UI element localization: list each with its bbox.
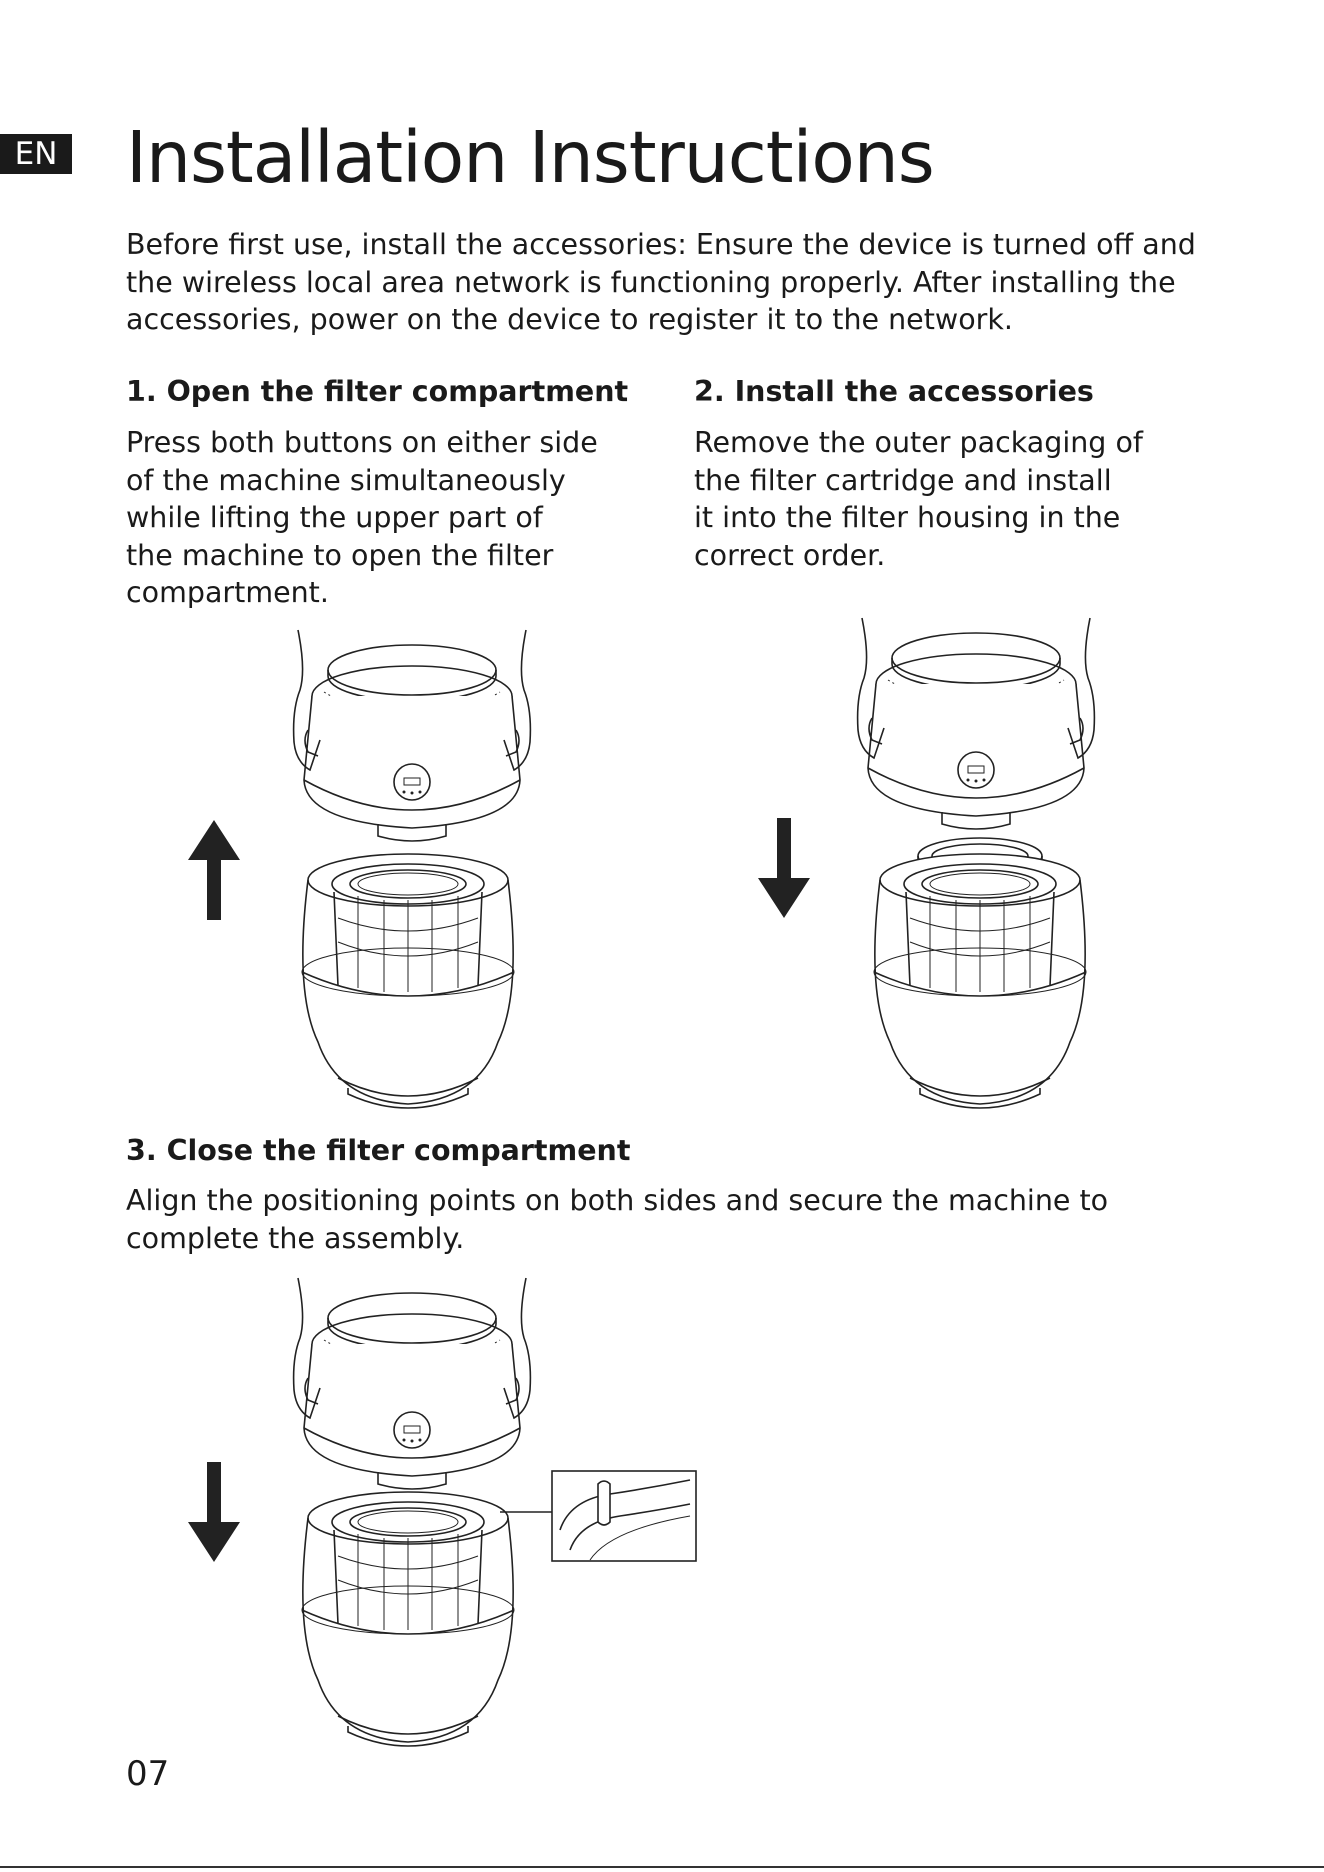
intro-line: the wireless local area network is funct…: [126, 265, 1176, 299]
arrow-up-icon: [188, 820, 240, 920]
step-2-heading: 2. Install the accessories: [694, 375, 1094, 408]
intro-paragraph: Before first use, install the accessorie…: [126, 226, 1226, 339]
step-2-line: correct order.: [694, 538, 886, 572]
step-1-filter-base: [301, 853, 515, 1109]
intro-line: Before first use, install the accessorie…: [126, 228, 1196, 261]
step-3-line: Align the positioning points on both sid…: [126, 1184, 1109, 1217]
step-1-line: of the machine simultaneously: [126, 463, 566, 497]
step-3-line: complete the assembly.: [126, 1221, 465, 1255]
step-3-text: Align the positioning points on both sid…: [126, 1182, 1126, 1257]
bottom-rule: [0, 1866, 1324, 1868]
detail-inset: [500, 1470, 697, 1562]
step-1-illustration: [292, 629, 532, 842]
page-title: Installation Instructions: [126, 116, 935, 199]
step-3-heading: 3. Close the filter compartment: [126, 1134, 631, 1167]
step-2-illustration: [856, 617, 1096, 830]
step-2-line: Remove the outer packaging of: [694, 426, 1143, 459]
step-3-filter-base: [301, 1491, 515, 1747]
step-3-illustration: [292, 1277, 532, 1490]
language-tab: EN: [0, 134, 72, 174]
step-1-text: Press both buttons on either side of the…: [126, 424, 646, 612]
step-1-line: Press both buttons on either side: [126, 426, 598, 459]
intro-line: accessories, power on the device to regi…: [126, 303, 1013, 336]
step-2-line: the filter cartridge and install: [694, 463, 1112, 497]
step-1-heading: 1. Open the filter compartment: [126, 375, 629, 408]
step-2-filter-base: [873, 837, 1087, 1109]
step-2-line: it into the filter housing in the: [694, 501, 1121, 534]
step-2-text: Remove the outer packaging of the filter…: [694, 424, 1194, 574]
arrow-down-icon: [188, 1462, 240, 1562]
page-number: 07: [126, 1754, 170, 1794]
step-1-line: the machine to open the filter: [126, 538, 554, 572]
arrow-down-icon: [758, 818, 810, 918]
step-1-line: while lifting the upper part of: [126, 501, 543, 534]
step-1-line: compartment.: [126, 576, 329, 609]
